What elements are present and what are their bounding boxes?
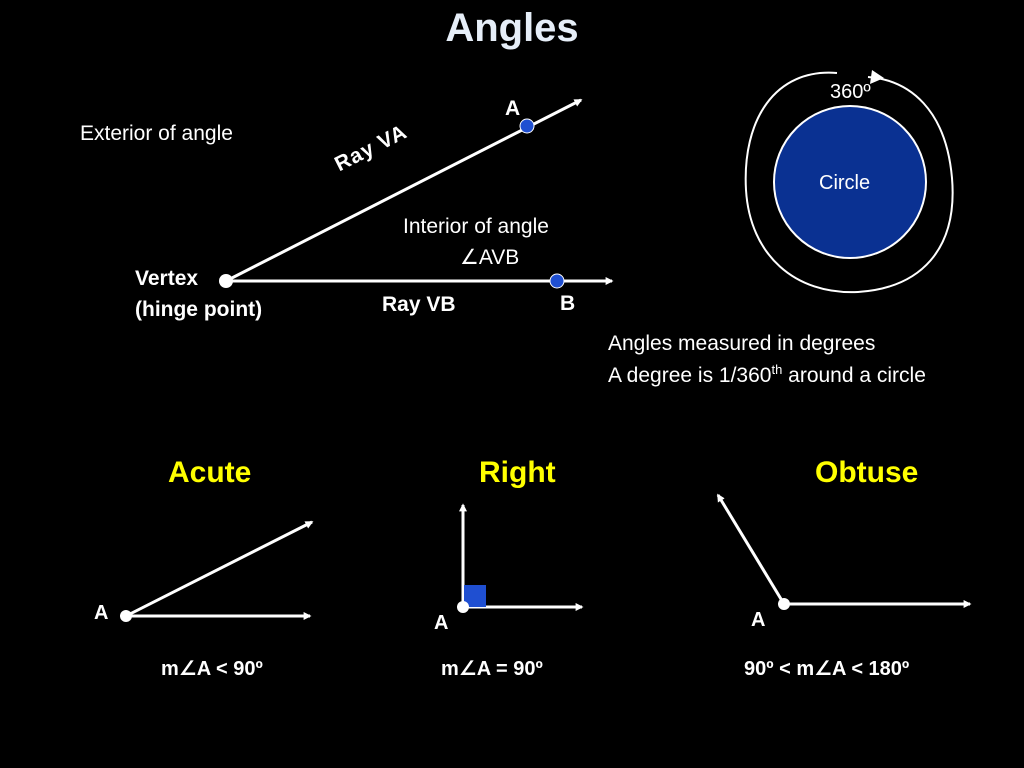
rotation-arrowhead (870, 70, 884, 84)
full-rotation-loop (744, 71, 954, 294)
ray-vb-label: Ray VB (382, 293, 456, 316)
vertex-label: Vertex (135, 267, 199, 290)
obtuse-ray-left (716, 493, 786, 605)
obtuse-heading: Obtuse (815, 456, 919, 489)
exterior-label: Exterior of angle (80, 122, 233, 145)
point-b-label: B (560, 292, 576, 315)
obtuse-vertex-label: A (751, 609, 766, 631)
right-vertex-label: A (434, 612, 449, 634)
interior-angle-name: ∠AVB (460, 246, 520, 269)
vertex-point (219, 274, 233, 288)
acute-ray-top (125, 520, 314, 618)
page-title: Angles (445, 6, 579, 50)
notes-line-2: A degree is 1/360th around a circle (608, 362, 926, 388)
interior-label: Interior of angle (403, 215, 549, 238)
acute-measure: m∠A < 90º (161, 658, 263, 680)
blue-circle (773, 105, 927, 259)
notes-line-2-suffix: around a circle (782, 364, 926, 387)
acute-vertex-label: A (94, 602, 109, 624)
obtuse-measure: 90º < m∠A < 180º (744, 658, 910, 680)
acute-heading: Acute (168, 456, 252, 489)
notes-line-2-sup: th (771, 362, 783, 377)
right-measure: m∠A = 90º (441, 658, 543, 680)
point-b (549, 273, 565, 289)
degrees-label: 360º (830, 81, 871, 103)
point-a (519, 118, 535, 134)
point-a-label: A (505, 97, 521, 120)
right-heading: Right (479, 456, 556, 489)
vertex-description: (hinge point) (135, 298, 263, 321)
notes-line-2-prefix: A degree is 1/360 (608, 364, 772, 387)
right-vertex (457, 601, 469, 613)
notes-line-1: Angles measured in degrees (608, 332, 876, 355)
circle-label: Circle (819, 172, 871, 194)
right-angle-marker (464, 585, 486, 607)
acute-vertex (120, 610, 132, 622)
obtuse-vertex (778, 598, 790, 610)
